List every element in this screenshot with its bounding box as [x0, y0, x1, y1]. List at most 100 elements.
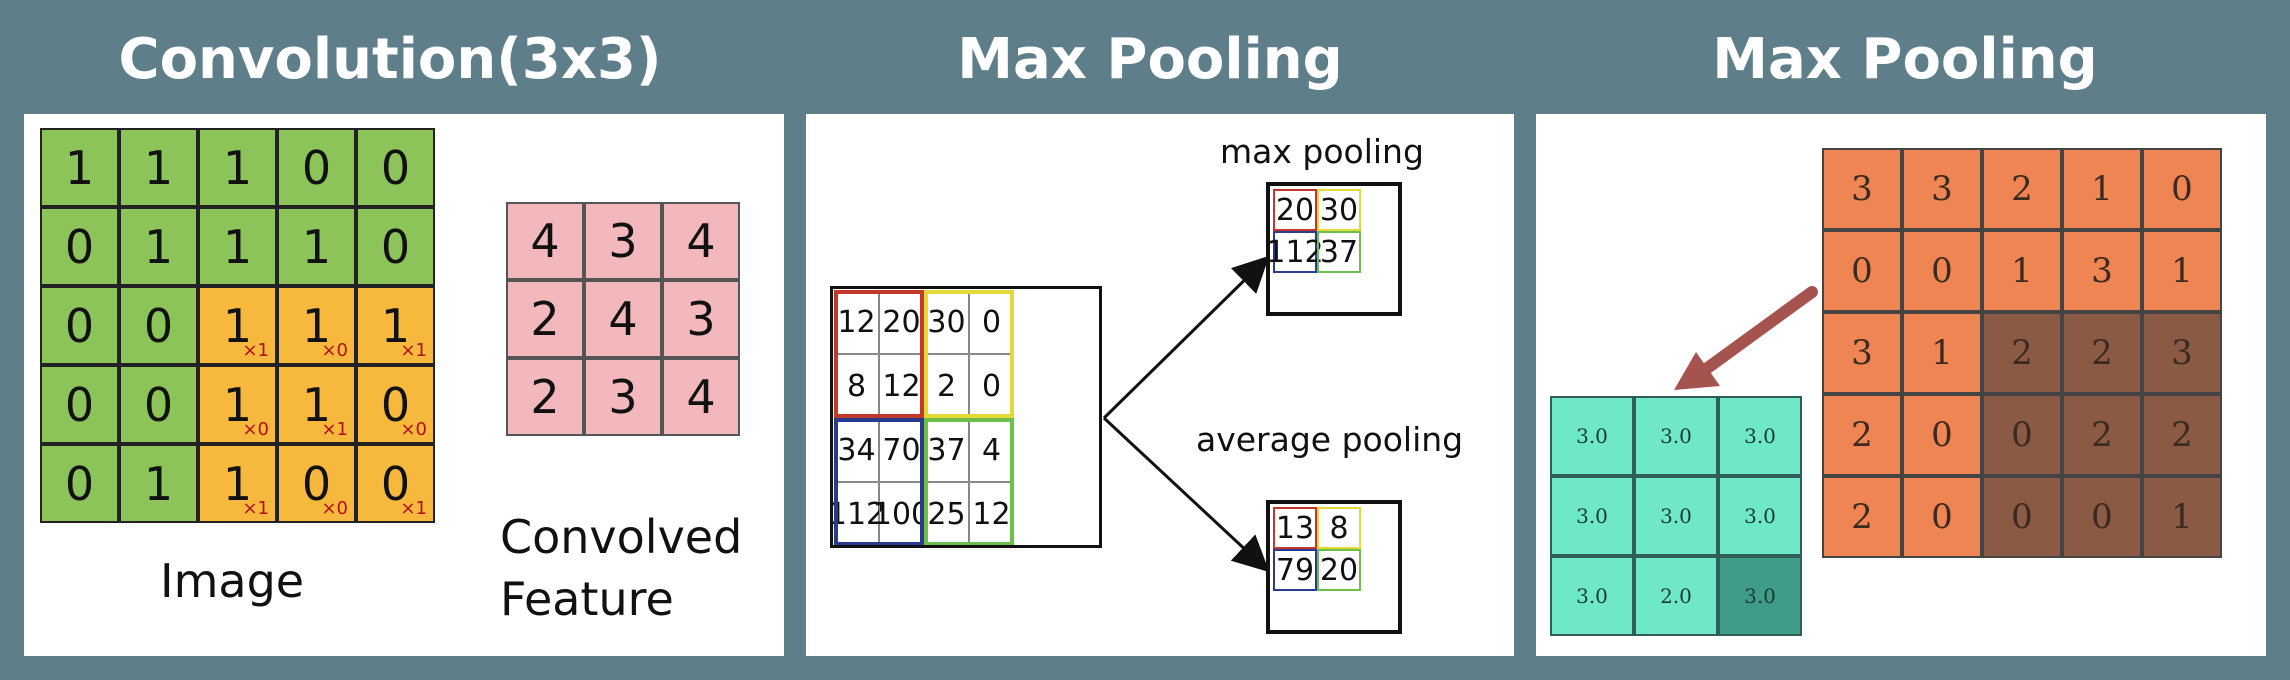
output-cell: 3.0 — [1550, 476, 1634, 556]
output-cell-value: 2.0 — [1660, 584, 1692, 608]
max-pooling-output-border — [1266, 182, 1402, 316]
image-cell-value: 1 — [64, 140, 95, 195]
output-cell-value: 3.0 — [1660, 424, 1692, 448]
pooling-input-cell-value: 12 — [972, 496, 1011, 532]
image-cell-value: 1 — [301, 219, 332, 274]
image-cell-value: 0 — [64, 219, 95, 274]
average-pooling-output-cell-value: 20 — [1319, 552, 1359, 588]
output-cell: 3.0 — [1634, 476, 1718, 556]
input-cell-value: 1 — [2171, 251, 2193, 291]
average-pooling-label: average pooling — [1196, 420, 1464, 459]
average-pooling-output-cell: 8 — [1317, 507, 1361, 549]
quadrant-top-right — [924, 290, 1014, 418]
heading-convolution: Convolution(3x3) — [118, 27, 662, 92]
image-cell-value: 0 — [301, 140, 332, 195]
pooling-input-cell-value: 20 — [882, 304, 921, 340]
kernel-cell-value: 1 — [222, 377, 253, 432]
convolved-feature-caption-line2: Feature — [500, 572, 674, 626]
pooling-input-cell-value: 70 — [882, 432, 921, 468]
arrow-to-max-pooling — [1102, 255, 1270, 420]
image-cell-value: 0 — [380, 140, 411, 195]
image-cell-value: 0 — [64, 377, 95, 432]
feature-cell: 4 — [662, 202, 740, 280]
window-cell: 2 — [2142, 394, 2222, 476]
heading-max-pooling: Max Pooling — [957, 27, 1343, 92]
pooling-input-cell-value: 34 — [837, 432, 876, 468]
max-pooling-output-cell-value: 20 — [1275, 192, 1315, 228]
kernel-weight: ×0 — [321, 498, 348, 519]
kernel-cell: 1×1 — [198, 286, 277, 365]
image-cell-value: 1 — [143, 140, 174, 195]
image-cell: 0 — [119, 365, 198, 444]
pooling-input-cell-value: 0 — [981, 368, 1002, 404]
input-cell-value: 2 — [2011, 169, 2033, 209]
feature-cell-value: 4 — [686, 214, 716, 268]
feature-cell: 3 — [662, 280, 740, 358]
feature-cell: 3 — [584, 358, 662, 436]
window-cell: 3 — [2142, 312, 2222, 394]
output-cell-value: 3.0 — [1576, 424, 1608, 448]
pooling-input-cell-value: 25 — [927, 496, 966, 532]
input-cell: 0 — [1902, 476, 1982, 558]
input-cell-value: 3 — [1931, 169, 1953, 209]
kernel-weight: ×1 — [400, 340, 427, 361]
feature-cell-value: 2 — [530, 370, 560, 424]
input-cell: 1 — [2142, 230, 2222, 312]
input-cell: 2 — [1822, 394, 1902, 476]
input-cell-value: 3 — [2091, 251, 2113, 291]
image-cell: 0 — [277, 128, 356, 207]
window-cell: 2 — [1982, 312, 2062, 394]
kernel-weight: ×0 — [242, 419, 269, 440]
output-cell-value: 3.0 — [1744, 504, 1776, 528]
image-cell-value: 0 — [380, 219, 411, 274]
kernel-weight: ×1 — [321, 419, 348, 440]
pooling-input-border — [830, 286, 1102, 548]
input-cell: 3 — [1822, 312, 1902, 394]
image-cell: 1 — [198, 128, 277, 207]
image-cell: 1 — [40, 128, 119, 207]
image-cell-value: 1 — [143, 456, 174, 511]
image-cell: 1 — [119, 444, 198, 523]
kernel-cell: 1×1 — [356, 286, 435, 365]
input-cell-value: 0 — [2171, 169, 2193, 209]
feature-cell: 4 — [584, 280, 662, 358]
average-pooling-output-cell-value: 8 — [1329, 510, 1349, 546]
average-pooling-output-border — [1266, 500, 1402, 634]
image-cell: 0 — [40, 444, 119, 523]
kernel-weight: ×0 — [400, 419, 427, 440]
kernel-cell: 1×0 — [277, 286, 356, 365]
window-cell-value: 0 — [2091, 497, 2113, 537]
image-cell-value: 1 — [143, 219, 174, 274]
input-cell: 3 — [1902, 148, 1982, 230]
input-cell-value: 2 — [1851, 497, 1873, 537]
output-cell: 3.0 — [1718, 396, 1802, 476]
feature-cell: 3 — [584, 202, 662, 280]
image-cell-value: 0 — [64, 456, 95, 511]
image-caption: Image — [160, 554, 305, 608]
kernel-cell-value: 1 — [301, 298, 332, 353]
input-cell: 3 — [2062, 230, 2142, 312]
kernel-cell: 1×1 — [277, 365, 356, 444]
max-pooling-arrow — [1674, 286, 1818, 390]
input-cell-value: 0 — [1931, 497, 1953, 537]
kernel-weight: ×0 — [321, 340, 348, 361]
kernel-cell: 0×0 — [277, 444, 356, 523]
pooling-input-cell: 12 — [879, 354, 924, 418]
arrow-head — [1674, 352, 1720, 390]
kernel-cell-value: 1 — [222, 298, 253, 353]
window-cell: 2 — [2062, 394, 2142, 476]
kernel-cell-value: 1 — [380, 298, 411, 353]
output-cell: 2.0 — [1634, 556, 1718, 636]
quadrant-top-left — [834, 290, 924, 418]
input-cell-value: 3 — [1851, 169, 1873, 209]
feature-cell-value: 2 — [530, 292, 560, 346]
output-cell-value: 3.0 — [1660, 504, 1692, 528]
window-cell: 2 — [2062, 312, 2142, 394]
feature-cell-value: 3 — [608, 214, 638, 268]
pooling-input-cell-value: 12 — [882, 368, 921, 404]
pooling-input-cell-value: 8 — [846, 368, 867, 404]
